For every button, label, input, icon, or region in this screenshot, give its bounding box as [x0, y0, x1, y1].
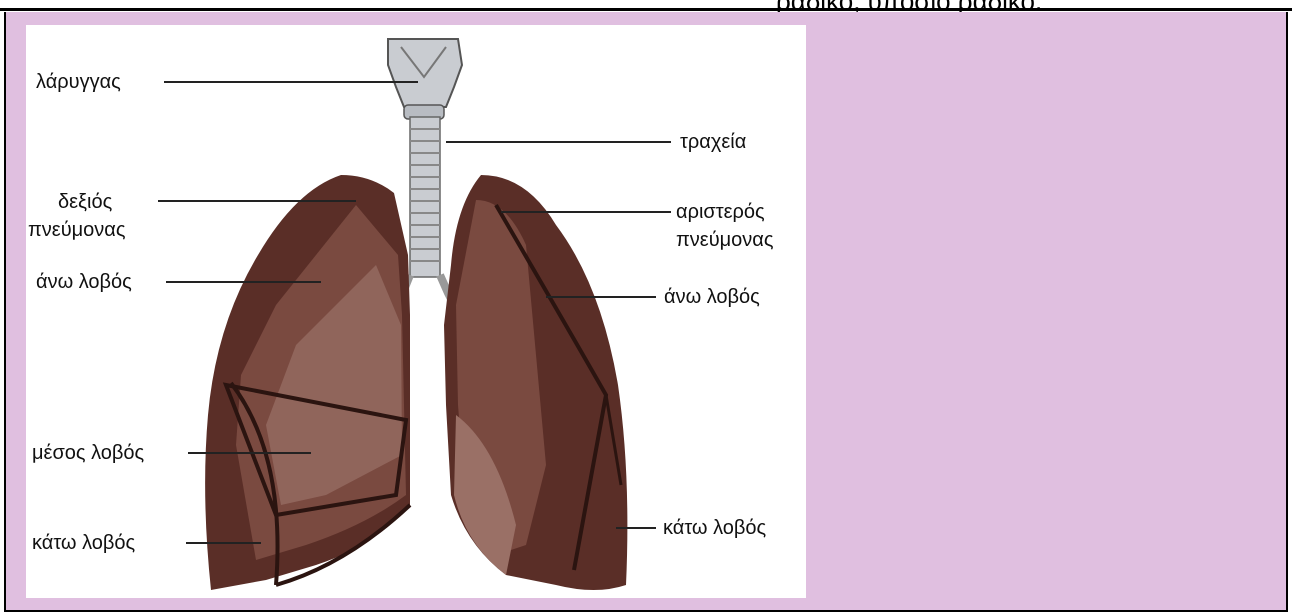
right-lung-shape — [205, 175, 410, 590]
label-right-lower-lobe: κάτω λοβός — [32, 531, 135, 555]
label-right-lung-line2: πνεύμονας — [28, 218, 126, 242]
content-panel: λάρυγγας τραχεία δεξιός πνεύμονας αριστε… — [4, 12, 1288, 612]
label-left-lung-line1: αριστερός — [676, 200, 765, 224]
label-left-upper-lobe: άνω λοβός — [664, 285, 760, 309]
label-trachea: τραχεία — [680, 130, 746, 154]
label-left-lower-lobe: κάτω λοβός — [663, 516, 766, 540]
larynx-shape — [388, 39, 462, 119]
label-right-lung-line1: δεξιός — [58, 190, 112, 214]
label-right-upper-lobe: άνω λοβός — [36, 270, 132, 294]
label-left-lung-line2: πνεύμονας — [676, 228, 774, 252]
left-lung-shape — [444, 175, 627, 590]
label-larynx: λάρυγγας — [36, 70, 121, 94]
lung-diagram: λάρυγγας τραχεία δεξιός πνεύμονας αριστε… — [26, 25, 806, 598]
top-divider — [0, 8, 1292, 11]
lung-illustration — [26, 25, 806, 598]
label-middle-lobe: μέσος λοβός — [32, 441, 144, 465]
